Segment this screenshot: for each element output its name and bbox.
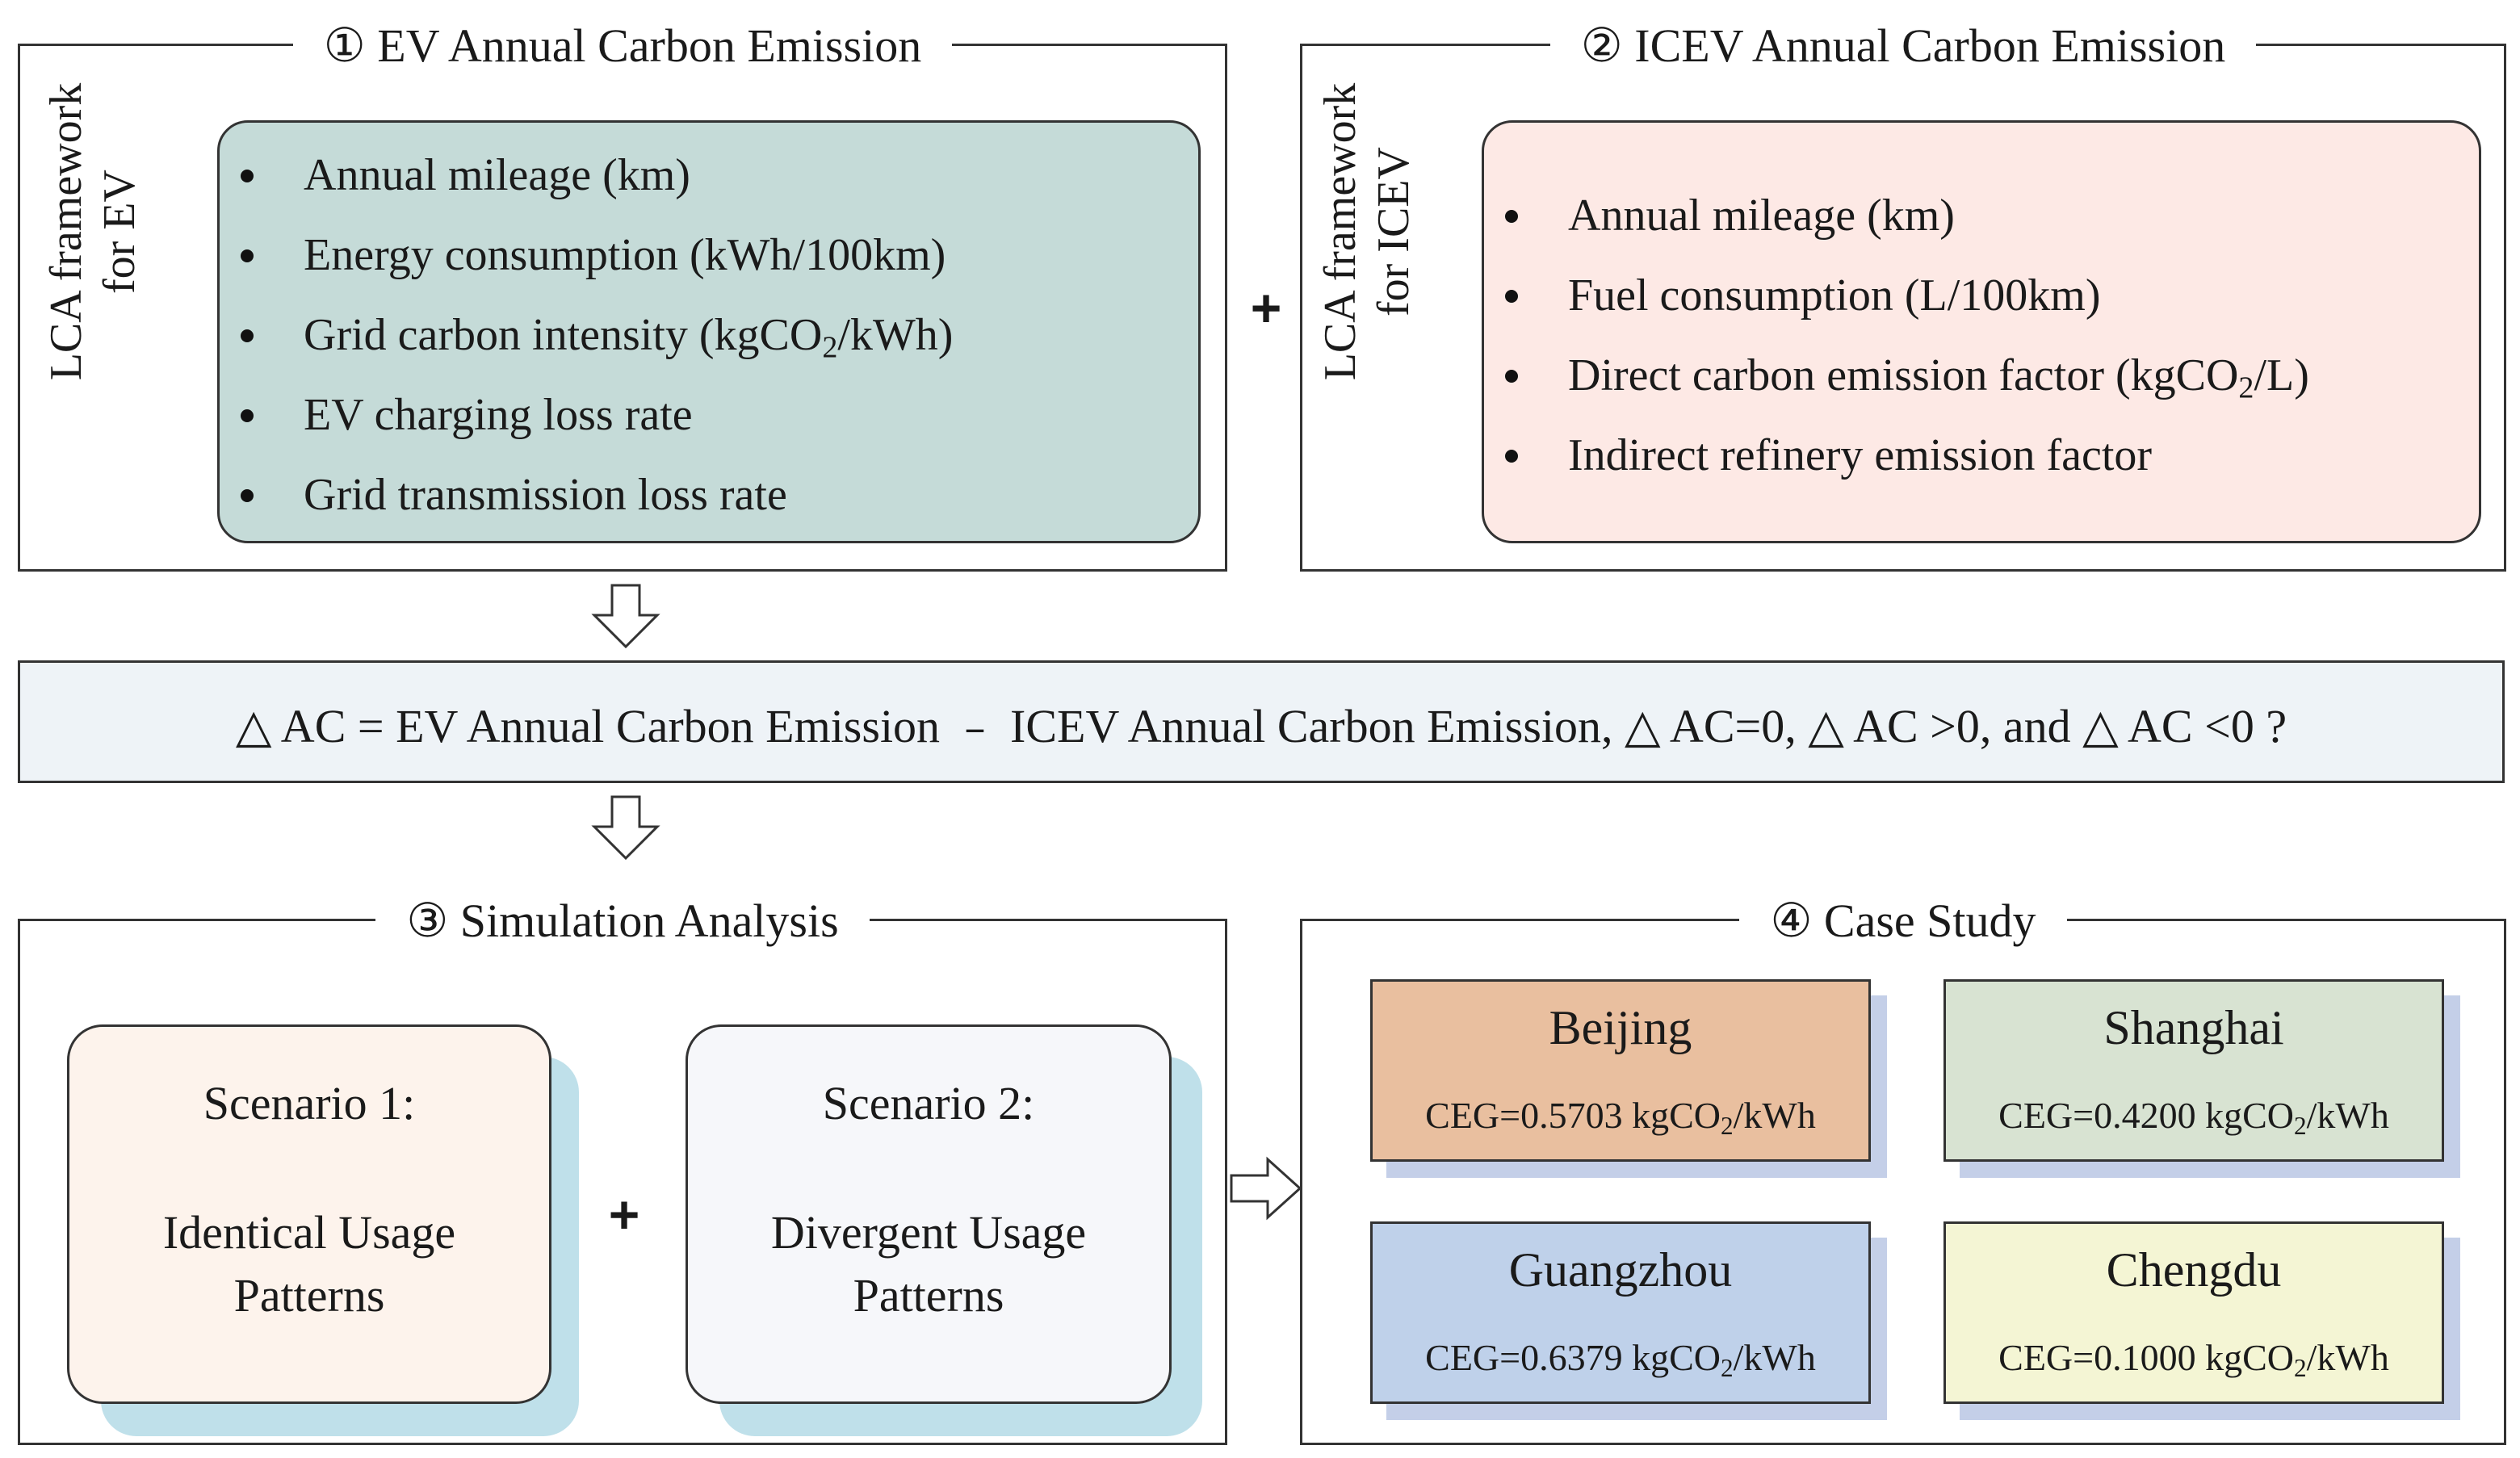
- city-name: Chengdu: [2106, 1243, 2282, 1297]
- subscript: 2: [2294, 1111, 2307, 1140]
- ev-lca-label-line2: for EV: [94, 170, 145, 294]
- icev-section-title-wrap: ② ICEV Annual Carbon Emission: [1302, 19, 2504, 73]
- icev-lca-label-line1: LCA framework: [1315, 82, 1365, 381]
- ev-parameter-item: Energy consumption (kWh/100km): [220, 216, 1198, 295]
- city-name: Shanghai: [2103, 1001, 2284, 1054]
- icev-parameter-item: Annual mileage (km): [1484, 176, 2479, 256]
- subscript: 2: [1721, 1111, 1734, 1140]
- scenario2-line2: Patterns: [853, 1269, 1004, 1322]
- subscript: 2: [1721, 1353, 1734, 1382]
- city-grid-carbon-value: CEG=0.1000 kgCO2/kWh: [1998, 1337, 2389, 1382]
- simulation-analysis-title: ③ Simulation Analysis: [375, 894, 870, 947]
- case-study-title-wrap: ④ Case Study: [1302, 894, 2504, 949]
- icev-parameter-list: Annual mileage (km)Fuel consumption (L/1…: [1484, 176, 2479, 496]
- icev-section-frame: ② ICEV Annual Carbon Emission LCA framew…: [1300, 19, 2506, 572]
- city-grid-carbon-value: CEG=0.5703 kgCO2/kWh: [1425, 1095, 1816, 1140]
- scenario1-title: Scenario 1:: [203, 1077, 416, 1129]
- case-study-title: ④ Case Study: [1739, 894, 2067, 947]
- scenario2-title: Scenario 2:: [822, 1077, 1035, 1129]
- delta-ac-formula-box: △ AC = EV Annual Carbon Emission ﹣ ICEV …: [18, 660, 2505, 783]
- delta-ac-formula: △ AC = EV Annual Carbon Emission ﹣ ICEV …: [235, 700, 2287, 752]
- ev-lca-framework-label: LCA framework for EV: [40, 54, 146, 409]
- subscript: 2: [2238, 371, 2254, 405]
- ev-parameter-item: Grid transmission loss rate: [220, 455, 1198, 535]
- icev-lca-label-line2: for ICEV: [1369, 147, 1419, 316]
- city-grid-carbon-value: CEG=0.6379 kgCO2/kWh: [1425, 1337, 1816, 1382]
- scenario1-box: Scenario 1: Identical Usage Patterns: [67, 1024, 551, 1404]
- city-name: Guangzhou: [1508, 1243, 1733, 1297]
- ev-section-title: ① EV Annual Carbon Emission: [292, 19, 953, 72]
- icev-lca-framework-label: LCA framework for ICEV: [1314, 54, 1420, 409]
- down-arrow-icon: [591, 584, 660, 649]
- simulation-analysis-frame: ③ Simulation Analysis Scenario 1: Identi…: [18, 894, 1227, 1445]
- scenario1-line2: Patterns: [233, 1269, 385, 1322]
- ev-parameter-item: Grid carbon intensity (kgCO2/kWh): [220, 295, 1198, 375]
- scenario2-description: Divergent Usage Patterns: [704, 1201, 1153, 1327]
- subscript: 2: [2294, 1353, 2307, 1382]
- icev-parameter-panel: Annual mileage (km)Fuel consumption (L/1…: [1482, 120, 2481, 543]
- ev-section-title-wrap: ① EV Annual Carbon Emission: [20, 19, 1225, 73]
- plus-sign-top: +: [1250, 278, 1282, 337]
- ev-lca-label-line1: LCA framework: [41, 82, 91, 381]
- ev-section-frame: ① EV Annual Carbon Emission LCA framewor…: [18, 19, 1227, 572]
- icev-parameter-item: Indirect refinery emission factor: [1484, 416, 2479, 496]
- icev-parameter-item: Direct carbon emission factor (kgCO2/L): [1484, 336, 2479, 416]
- icev-parameter-item: Fuel consumption (L/100km): [1484, 256, 2479, 336]
- city-grid-carbon-value: CEG=0.4200 kgCO2/kWh: [1998, 1095, 2389, 1140]
- icev-section-title: ② ICEV Annual Carbon Emission: [1549, 19, 2257, 72]
- ev-parameter-list: Annual mileage (km)Energy consumption (k…: [220, 136, 1198, 535]
- city-name: Beijing: [1549, 1001, 1692, 1054]
- down-arrow-icon: [591, 795, 660, 861]
- scenario1-description: Identical Usage Patterns: [86, 1201, 533, 1327]
- subscript: 2: [822, 330, 838, 365]
- ev-parameter-item: EV charging loss rate: [220, 375, 1198, 455]
- simulation-title-wrap: ③ Simulation Analysis: [20, 894, 1225, 949]
- scenario2-box: Scenario 2: Divergent Usage Patterns: [686, 1024, 1172, 1404]
- right-arrow-icon: [1230, 1156, 1302, 1221]
- scenario1-line1: Identical Usage: [162, 1206, 456, 1259]
- scenario2-line1: Divergent Usage: [770, 1206, 1087, 1259]
- ev-parameter-item: Annual mileage (km): [220, 136, 1198, 216]
- ev-parameter-panel: Annual mileage (km)Energy consumption (k…: [217, 120, 1201, 543]
- plus-sign-bottom: +: [608, 1184, 640, 1244]
